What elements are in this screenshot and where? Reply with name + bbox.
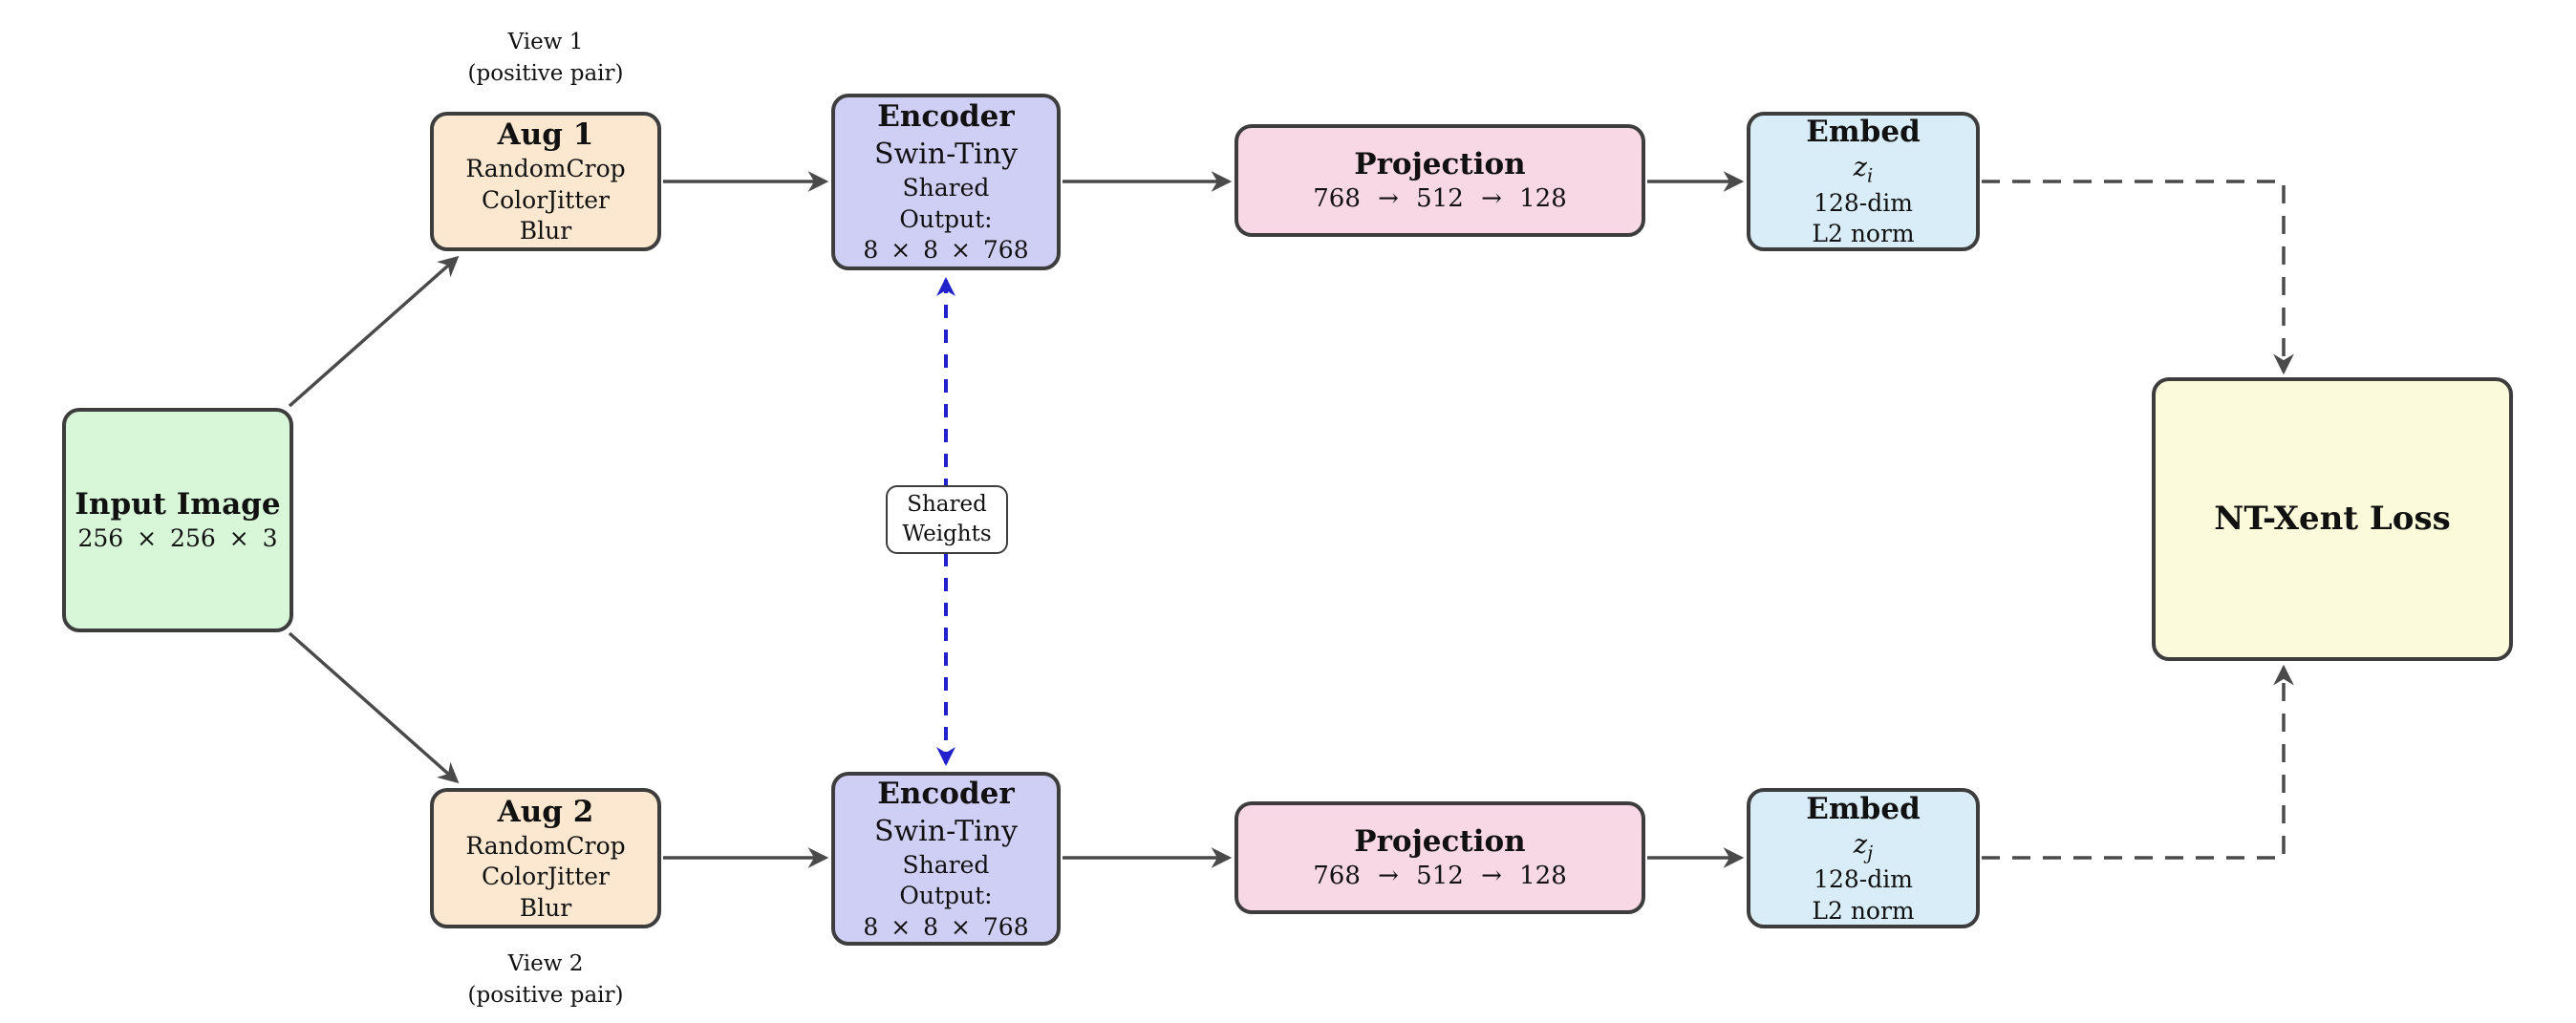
embed-bottom-dim: 128-dim [1814, 865, 1913, 894]
view1-label-line2: (positive pair) [467, 61, 624, 87]
edge-input-to-aug1 [288, 255, 460, 408]
edge-embed-bottom-to-loss [1982, 664, 2294, 860]
encoder-top-output-label: Output: [899, 204, 993, 233]
aug1-op: ColorJitter [481, 185, 611, 214]
node-projection-top: Projection 768 → 512 → 128 [1234, 124, 1645, 237]
view1-label: View 1 (positive pair) [411, 27, 680, 91]
node-encoder-top: Encoder Swin-Tiny Shared Output: 8 × 8 ×… [831, 94, 1061, 270]
shared-weights-line2: Weights [902, 522, 992, 546]
node-encoder-bottom: Encoder Swin-Tiny Shared Output: 8 × 8 ×… [831, 772, 1061, 946]
embed-bottom-symbol-var: z [1853, 829, 1868, 860]
node-input-image: Input Image 256 × 256 × 3 [62, 408, 293, 632]
shared-weights-line1: Shared [907, 491, 987, 517]
aug1-title: Aug 1 [497, 117, 594, 153]
embed-top-dim: 128-dim [1814, 188, 1913, 217]
view2-label-line1: View 2 [507, 951, 584, 976]
view2-label-line2: (positive pair) [467, 983, 624, 1009]
node-shared-weights: Shared Weights [886, 485, 1008, 554]
encoder-top-output-dims: 8 × 8 × 768 [863, 236, 1029, 265]
view1-label-line1: View 1 [507, 30, 584, 54]
loss-title: NT-Xent Loss [2214, 500, 2451, 539]
embed-top-norm: L2 norm [1812, 220, 1915, 248]
aug2-op: ColorJitter [481, 863, 611, 891]
projection-top-mlp: 768 → 512 → 128 [1313, 184, 1567, 214]
view2-label: View 2 (positive pair) [411, 948, 680, 1012]
aug2-title: Aug 2 [497, 794, 594, 829]
encoder-bottom-title: Encoder [877, 776, 1015, 811]
node-aug1: Aug 1 RandomCrop ColorJitter Blur [430, 112, 661, 251]
embed-top-symbol-var: z [1853, 153, 1867, 183]
encoder-top-title: Encoder [877, 99, 1015, 135]
embed-top-symbol: zi [1854, 151, 1873, 188]
node-aug2: Aug 2 RandomCrop ColorJitter Blur [430, 788, 661, 928]
encoder-bottom-output-dims: 8 × 8 × 768 [863, 912, 1029, 941]
projection-bottom-mlp: 768 → 512 → 128 [1313, 862, 1567, 891]
aug2-op: Blur [519, 893, 572, 922]
embed-top-title: Embed [1806, 115, 1921, 150]
encoder-bottom-backbone: Swin-Tiny [873, 814, 1019, 848]
projection-bottom-title: Projection [1354, 823, 1526, 859]
embed-top-symbol-subscript: i [1867, 164, 1874, 187]
embed-bottom-norm: L2 norm [1812, 896, 1915, 925]
embed-bottom-symbol: zj [1854, 828, 1873, 865]
encoder-bottom-shared: Shared [902, 850, 990, 879]
node-nt-xent-loss: NT-Xent Loss [2152, 377, 2513, 661]
embed-bottom-title: Embed [1806, 791, 1921, 826]
aug2-op: RandomCrop [465, 831, 626, 860]
edge-embed-top-to-loss [1982, 180, 2294, 375]
encoder-bottom-output-label: Output: [899, 882, 993, 910]
aug1-op: RandomCrop [465, 155, 626, 183]
input-image-title: Input Image [75, 487, 281, 522]
node-projection-bottom: Projection 768 → 512 → 128 [1234, 801, 1645, 914]
input-image-dims: 256 × 256 × 3 [77, 524, 278, 553]
node-embed-top: Embed zi 128-dim L2 norm [1747, 112, 1980, 251]
encoder-top-shared: Shared [902, 174, 990, 202]
edge-input-to-aug2 [288, 631, 460, 784]
projection-top-title: Projection [1354, 146, 1526, 181]
node-embed-bottom: Embed zj 128-dim L2 norm [1747, 788, 1980, 928]
embed-bottom-symbol-subscript: j [1867, 842, 1874, 864]
aug1-op: Blur [519, 217, 572, 245]
encoder-top-backbone: Swin-Tiny [873, 138, 1019, 172]
